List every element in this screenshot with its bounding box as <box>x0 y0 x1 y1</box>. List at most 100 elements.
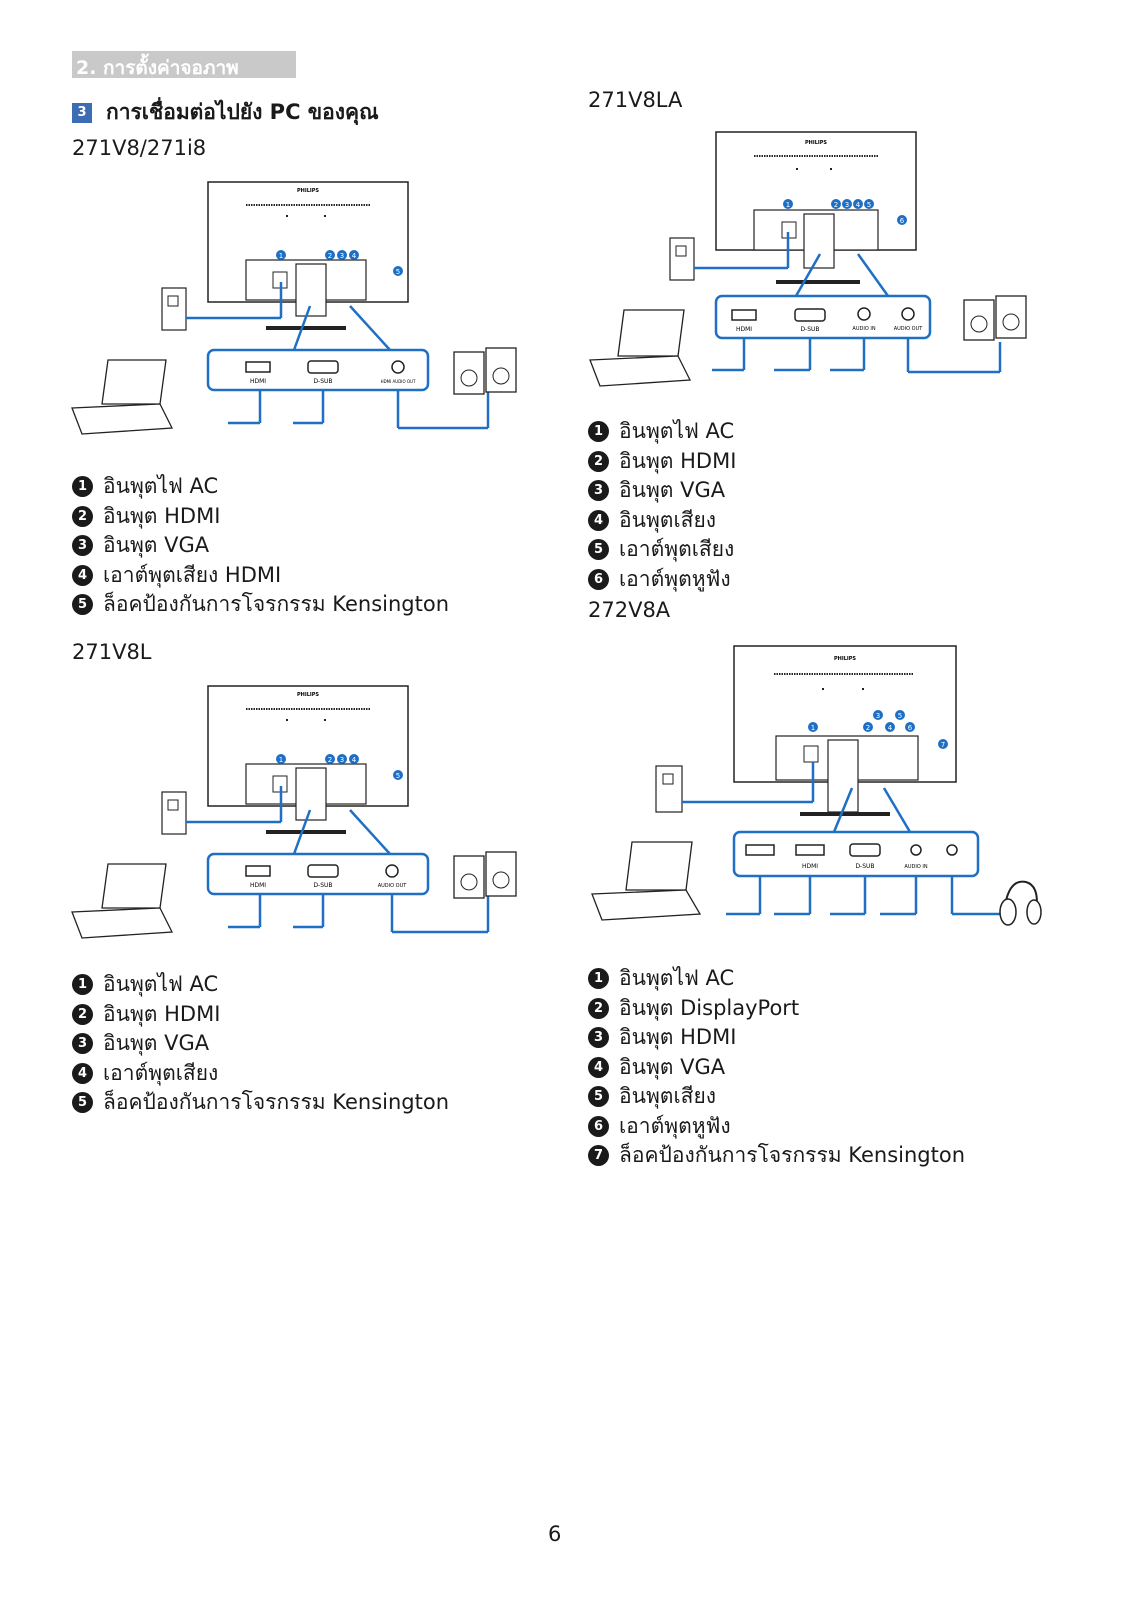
monitor-back-illustration: PHILIPS 1 2 3 4 5 <box>207 181 409 330</box>
brand-label: PHILIPS <box>834 656 856 662</box>
svg-text:1: 1 <box>279 756 283 764</box>
laptop-illustration <box>591 841 702 921</box>
svg-text:2: 2 <box>834 201 838 209</box>
hdmi-port-label: HDMI <box>250 378 266 385</box>
svg-text:5: 5 <box>867 201 871 209</box>
svg-text:4: 4 <box>856 201 861 209</box>
svg-text:4: 4 <box>888 724 893 732</box>
port-panel-illustration: HDMI D-SUB HDMI AUDIO OUT <box>206 305 490 430</box>
svg-text:2: 2 <box>328 756 332 764</box>
svg-text:7: 7 <box>941 741 945 749</box>
connection-diagram-271v8la: PHILIPS 1 2 3 4 5 6 HDMI D-SUB AUDIO IN … <box>589 131 1027 387</box>
brand-label: PHILIPS <box>805 140 827 146</box>
headphones-illustration <box>999 880 1042 926</box>
port-panel-illustration: HDMI D-SUB AUDIO IN AUDIO OUT <box>712 253 1002 374</box>
brand-label: PHILIPS <box>297 188 319 194</box>
svg-text:5: 5 <box>396 268 400 276</box>
speakers-illustration <box>453 851 517 899</box>
port-panel-illustration: HDMI D-SUB AUDIO OUT <box>206 809 490 934</box>
svg-text:3: 3 <box>845 201 849 209</box>
wall-outlet-illustration <box>655 762 815 813</box>
laptop-illustration <box>589 309 692 387</box>
svg-text:3: 3 <box>340 252 344 260</box>
monitor-back-illustration: PHILIPS 1 2 3 4 5 <box>207 685 409 834</box>
laptop-illustration <box>71 359 174 435</box>
svg-text:3: 3 <box>876 712 880 720</box>
wall-outlet-illustration <box>161 282 283 331</box>
svg-text:1: 1 <box>279 252 283 260</box>
svg-text:4: 4 <box>352 756 357 764</box>
section-header: 2. การตั้งค่าจอภาพ <box>72 51 296 79</box>
svg-text:5: 5 <box>898 712 902 720</box>
svg-text:6: 6 <box>908 724 913 732</box>
hdmi-port-label: HDMI <box>250 882 266 889</box>
model-title-271v8: 271V8/271i8 <box>72 136 207 160</box>
wall-outlet-illustration <box>669 232 790 281</box>
speakers-illustration <box>963 295 1027 341</box>
hdmi-port-label: HDMI <box>802 863 818 870</box>
page-number: 6 <box>548 1522 562 1546</box>
hdmi-port-label: HDMI <box>736 326 752 333</box>
connection-diagram-272v8a: PHILIPS 1 2 3 4 5 6 7 HDMI D-SUB AUDIO I… <box>591 645 1042 926</box>
connection-diagram-271v8l: PHILIPS 1 2 3 4 5 HDMI D-SUB AUDIO OUT <box>71 685 517 939</box>
svg-text:3: 3 <box>340 756 344 764</box>
svg-text:2: 2 <box>866 724 870 732</box>
dsub-port-label: D-SUB <box>313 882 332 889</box>
wall-outlet-illustration <box>161 786 283 835</box>
svg-text:6: 6 <box>900 217 905 225</box>
brand-label: PHILIPS <box>297 692 319 698</box>
svg-text:5: 5 <box>396 772 400 780</box>
audio-out-port-label: HDMI AUDIO OUT <box>381 379 416 384</box>
model-title-271v8l: 271V8L <box>72 640 152 664</box>
svg-text:1: 1 <box>811 724 815 732</box>
laptop-illustration <box>71 863 174 939</box>
monitor-back-illustration: PHILIPS 1 2 3 4 5 6 7 <box>733 645 957 816</box>
dsub-port-label: D-SUB <box>855 863 874 870</box>
dsub-port-label: D-SUB <box>313 378 332 385</box>
svg-text:4: 4 <box>352 252 357 260</box>
audio-out-port-label: AUDIO OUT <box>894 326 924 332</box>
heading-text: การเชื่อมต่อไปยัง PC ของคุณ <box>106 100 379 124</box>
section-title: 2. การตั้งค่าจอภาพ <box>76 57 239 79</box>
model-title-271v8la: 271V8LA <box>588 88 683 112</box>
connection-diagram-271v8: PHILIPS 1 2 3 4 5 HDMI D-SUB HDMI AUDIO … <box>71 181 517 435</box>
audio-in-port-label: AUDIO IN <box>852 326 875 332</box>
subsection-heading: 3 การเชื่อมต่อไปยัง PC ของคุณ <box>72 96 379 129</box>
svg-text:2: 2 <box>328 252 332 260</box>
audio-in-port-label: AUDIO IN <box>904 864 927 870</box>
speakers-illustration <box>453 347 517 395</box>
heading-number-badge: 3 <box>72 102 92 123</box>
monitor-back-illustration: PHILIPS 1 2 3 4 5 6 <box>715 131 917 284</box>
port-panel-illustration: HDMI D-SUB AUDIO IN <box>726 787 1000 916</box>
svg-text:1: 1 <box>786 201 790 209</box>
model-title-272v8a: 272V8A <box>588 598 671 622</box>
dsub-port-label: D-SUB <box>800 326 819 333</box>
audio-out-port-label: AUDIO OUT <box>378 883 408 889</box>
